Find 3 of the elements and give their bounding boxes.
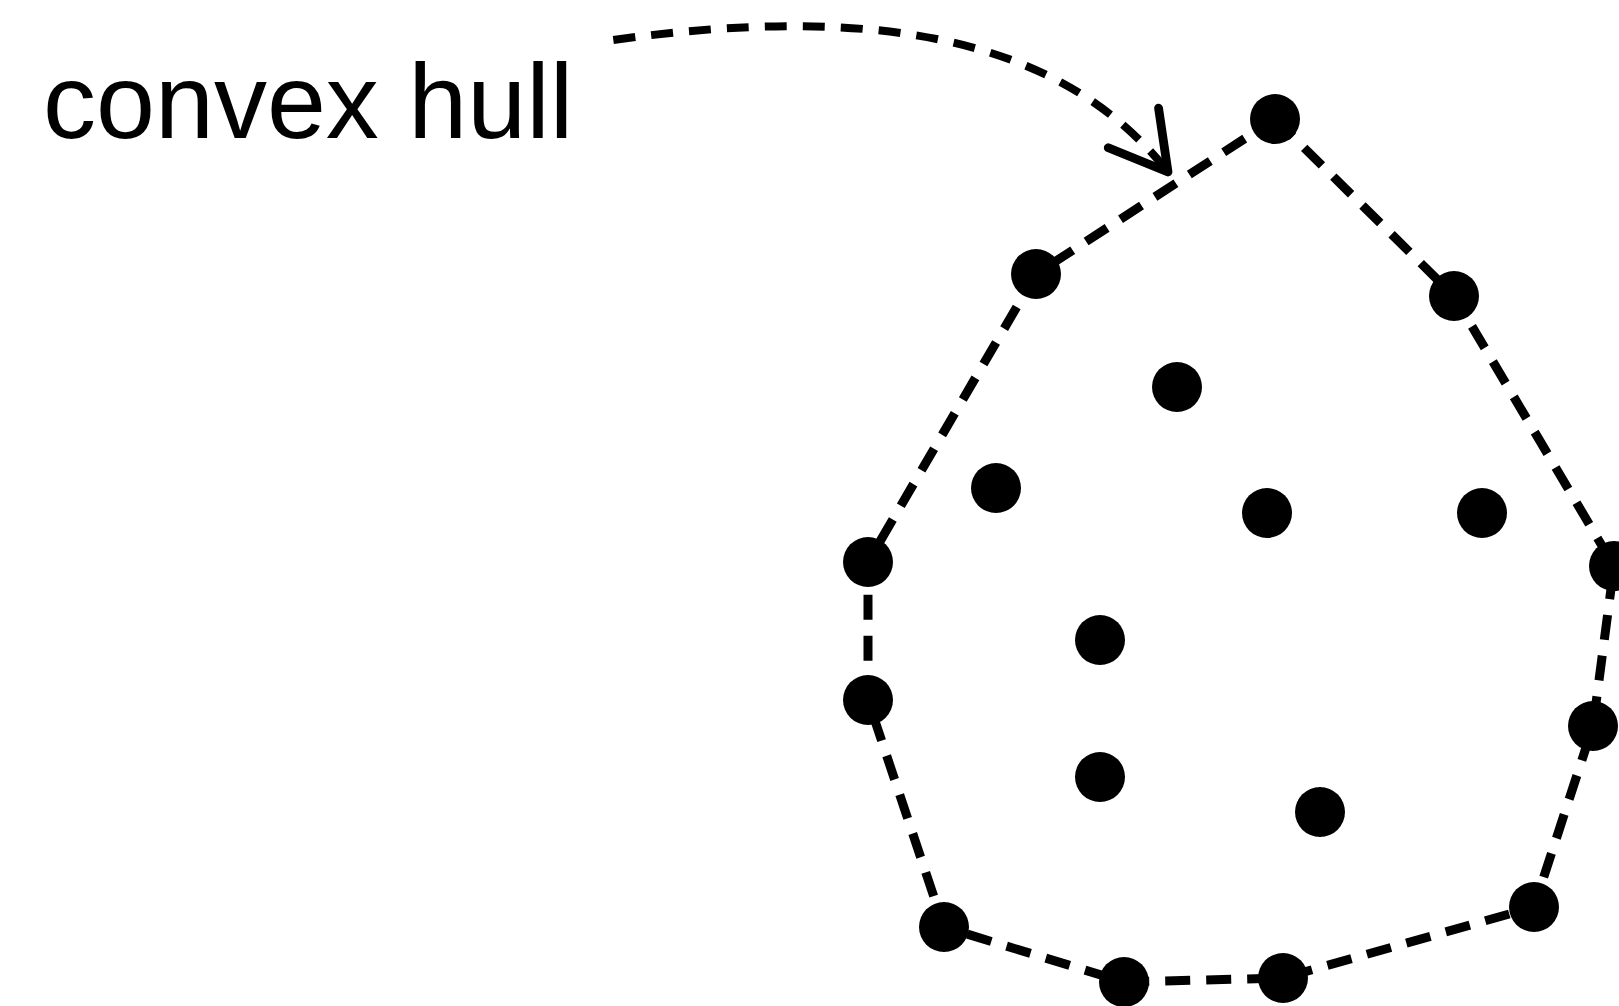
convex-hull-drawing <box>843 94 1619 1006</box>
callout-text: convex hull <box>43 48 574 154</box>
leader-arrow <box>612 22 1173 177</box>
